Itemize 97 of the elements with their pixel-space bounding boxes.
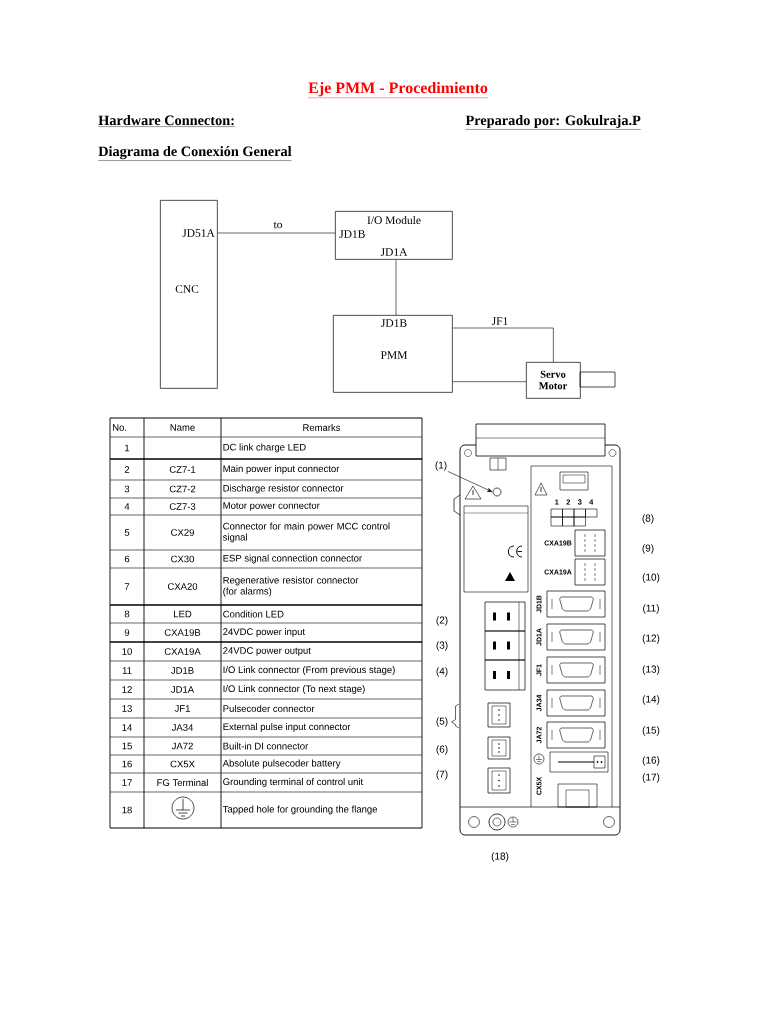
item-remark: Condition LED [223, 610, 284, 618]
item-number: 3 [124, 485, 130, 493]
callout-number: (9) [642, 544, 654, 554]
callout-number: (17) [642, 773, 660, 783]
item-name: FG Terminal [157, 779, 208, 786]
item-name: JD1A [171, 686, 195, 693]
item-name: CX29 [171, 529, 194, 536]
item-remark: I/O Link connector (To next stage) [223, 685, 365, 694]
edge-label: to [272, 220, 284, 230]
callout-number: (15) [642, 726, 660, 736]
item-remark: Main power input connector [223, 465, 340, 474]
unit-box [335, 211, 453, 260]
callout-number: (8) [642, 514, 654, 524]
port-name: JD1B [339, 230, 365, 238]
callout-number: (1) [435, 461, 447, 471]
heading: Preparado por: Gokulraja.P [465, 115, 641, 130]
item-remark: DC link charge LED [223, 443, 306, 453]
item-number: 5 [124, 529, 130, 536]
item-name: CZ7-2 [169, 485, 196, 493]
item-number: 16 [122, 760, 132, 768]
callout-number: (18) [491, 852, 509, 862]
item-number: 11 [122, 667, 132, 674]
item-remark: I/O Link connector (From previous stage) [223, 666, 395, 675]
item-name: CXA19A [164, 648, 201, 655]
item-number: 8 [124, 610, 130, 618]
heading: Hardware Connecton: [98, 115, 236, 127]
item-number: 12 [122, 686, 132, 693]
item-remark: Absolute pulsecoder battery [222, 759, 341, 769]
item-remark: 24VDC power input [223, 628, 305, 637]
item-number: 7 [124, 583, 130, 590]
item-remark: Tapped hole for grounding the flange [222, 805, 377, 815]
unit-name: Servo Motor [538, 370, 568, 390]
callout-number: (12) [642, 634, 660, 644]
column-header: Name [170, 424, 195, 431]
item-number: 15 [122, 742, 132, 750]
item-remark: Connector for main power MCC control signal [222, 522, 390, 543]
connector-line [217, 232, 336, 234]
heading: Diagrama de Conexión General [98, 146, 292, 161]
item-number: 4 [124, 503, 130, 510]
item-remark: Motor power connector [223, 502, 320, 511]
column-header: No. [113, 424, 127, 431]
unit-box [160, 200, 218, 389]
item-name: LED [174, 610, 192, 618]
item-remark: Discharge resistor connector [223, 484, 344, 494]
item-remark: External pulse input connector [223, 723, 351, 732]
item-number: 17 [122, 779, 132, 786]
port-name: JD1B [381, 319, 407, 327]
unit-name: I/O Module [367, 215, 421, 225]
item-number: 1 [125, 444, 130, 452]
item-number: 2 [124, 466, 130, 473]
unit-name: CNC [175, 285, 199, 293]
edge-label: JF1 [490, 316, 510, 326]
charge-led [492, 487, 502, 497]
motor-drawing [526, 362, 616, 399]
connector-line [452, 327, 554, 363]
unit-name: PMM [380, 351, 408, 359]
column-header: Remarks [303, 424, 341, 431]
callout-number: (16) [642, 756, 660, 766]
callout-number: (3) [436, 641, 448, 651]
item-name: CXA20 [167, 583, 198, 590]
item-name: CZ7-3 [169, 503, 196, 510]
callout-number: (6) [436, 745, 448, 755]
item-remark: Grounding terminal of control unit [223, 778, 364, 787]
item-remark: Pulsecoder connector [223, 705, 315, 712]
item-name: JD1B [171, 667, 194, 674]
item-name: CZ7-1 [169, 466, 196, 473]
item-name: CX5X [170, 760, 195, 768]
item-number: 6 [124, 555, 130, 563]
item-remark: ESP signal connection connector [223, 554, 362, 564]
callout-number: (2) [436, 616, 448, 626]
item-name: JA34 [171, 724, 194, 731]
item-remark: Built-in DI connector [223, 742, 309, 750]
callout-number: (7) [436, 770, 448, 780]
callout-number: (11) [643, 604, 659, 614]
item-name: CX30 [171, 555, 194, 563]
unit-box [333, 315, 453, 393]
item-name: JF1 [174, 705, 190, 712]
item-number: 14 [122, 724, 132, 731]
connector-line [452, 381, 527, 382]
item-name: JA72 [171, 742, 193, 750]
item-remark: Regenerative resistor connector (for alarms) [223, 576, 359, 597]
callout-number: (13) [642, 665, 660, 675]
callout-number: (10) [642, 573, 660, 583]
item-number: 9 [124, 629, 130, 636]
connector-line [395, 259, 397, 316]
callout-number: (4) [436, 667, 448, 677]
leader-line [447, 471, 493, 492]
item-remark: 24VDC power output [223, 647, 311, 656]
title: Eje PMM - Procedimiento [308, 81, 488, 98]
item-number: 10 [122, 648, 132, 655]
item-number: 18 [122, 806, 132, 814]
port-name: JD1A [380, 248, 408, 256]
item-name: CXA19B [164, 629, 201, 636]
callout-number: (5) [436, 717, 448, 727]
callout-number: (14) [642, 695, 660, 705]
item-number: 13 [122, 705, 132, 712]
port-name: JD51A [182, 229, 215, 237]
